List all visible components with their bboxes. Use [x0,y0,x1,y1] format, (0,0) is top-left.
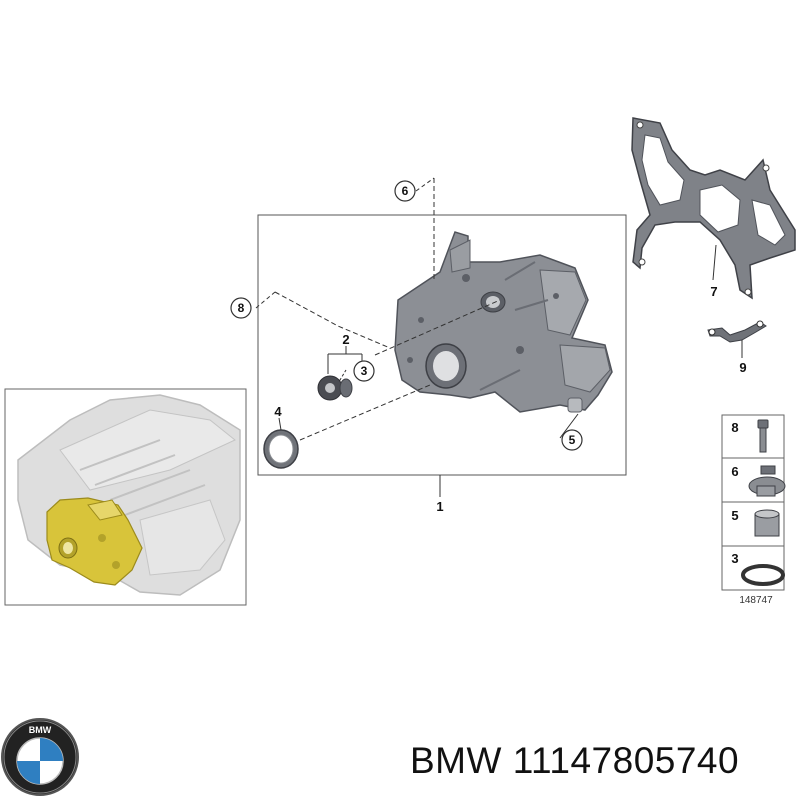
legend-label-6: 6 [731,464,738,479]
callout-2: 2 [342,332,349,347]
callout-7: 7 [710,284,717,299]
svg-text:3: 3 [361,364,368,378]
legend-label-5: 5 [731,508,738,523]
bushing-icon [754,509,780,537]
legend-label-3: 3 [731,551,738,566]
svg-text:9: 9 [739,360,746,375]
o-ring-icon [741,564,785,586]
screw-icon [757,419,769,453]
bmw-logo-icon: BMW [1,718,79,796]
main-frame [257,214,627,476]
seal-ring-part [317,375,353,401]
bracket-illustration [707,320,767,358]
callout-4: 4 [274,404,282,419]
shaft-seal-part [263,417,299,469]
callout-9: 9 [739,360,746,375]
svg-text:1: 1 [436,499,443,514]
brand-name: BMW [410,740,502,781]
brand-part-number-label: BMW 11147805740 [410,740,739,782]
screw-plug-icon [748,465,786,497]
small-parts-legend: 8 6 5 3 [721,414,786,591]
callout-5: 5 [561,429,583,451]
engine-overview-inset [4,388,247,606]
callout-1: 1 [436,499,443,514]
legend-label-8: 8 [731,420,738,435]
diagram-number: 148747 [739,595,773,606]
callout-6: 6 [394,180,416,202]
gasket-illustration [631,117,796,300]
svg-text:6: 6 [402,184,409,198]
svg-text:4: 4 [274,404,282,419]
timing-cover-illustration [394,231,613,413]
logo-lettering: BMW [29,725,52,735]
callout-8: 8 [230,297,252,319]
svg-text:5: 5 [569,433,576,447]
svg-text:2: 2 [342,332,349,347]
svg-text:7: 7 [710,284,717,299]
svg-text:8: 8 [238,301,245,315]
callout-3: 3 [353,360,375,382]
part-number: 11147805740 [512,740,740,781]
